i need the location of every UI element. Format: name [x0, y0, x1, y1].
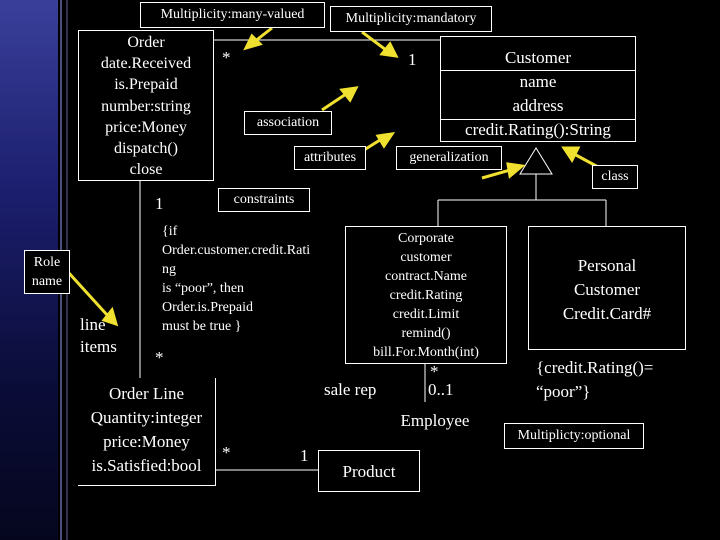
label-text: Multiplicity:many-valued	[160, 7, 305, 22]
class-personal-customer: Personal Customer Credit.Card#	[528, 226, 686, 350]
label-text: Role	[33, 255, 61, 270]
arrow-association	[321, 92, 347, 112]
arrow-many-valued-head	[243, 33, 263, 51]
class-employee: Employee	[384, 402, 486, 442]
class-operation: dispatch()	[114, 140, 178, 158]
label-text: attributes	[303, 150, 357, 165]
label-text: Multiplicity:mandatory	[345, 11, 477, 26]
class-order: Order date.Received is.Prepaid number:st…	[78, 30, 214, 181]
constraint-order-credit-rating: {if Order.customer.credit.Rati ng is “po…	[162, 222, 310, 336]
class-name: Corporate	[398, 231, 454, 246]
role-text: items	[80, 337, 117, 356]
class-operation: close	[129, 161, 163, 179]
class-name: Customer	[573, 280, 641, 299]
class-attribute: contract.Name	[384, 269, 467, 284]
multiplicity-line-product-one: 1	[300, 446, 309, 465]
constraint-line: is “poor”, then	[162, 281, 245, 296]
class-attribute: Quantity:integer	[90, 408, 203, 427]
compartment-divider	[441, 119, 635, 120]
class-attribute: name	[519, 72, 557, 91]
class-attribute: date.Received	[100, 55, 192, 73]
constraint-line: ng	[162, 262, 176, 277]
class-name: Order Line	[108, 384, 185, 403]
role-line-items: line items	[80, 314, 117, 358]
constraint-line: Order.customer.credit.Rati	[162, 243, 311, 258]
class-attribute: is.Prepaid	[114, 76, 178, 94]
multiplicity-order-customer-many: *	[222, 48, 231, 67]
arrow-attributes	[363, 138, 381, 152]
label-text: generalization	[409, 150, 489, 165]
class-attribute: Credit.Card#	[562, 304, 652, 323]
class-operation: bill.For.Month(int)	[373, 345, 479, 360]
arrow-generalization-head	[506, 162, 526, 179]
role-sale-rep: sale rep	[324, 380, 377, 399]
class-name: customer	[400, 250, 452, 265]
class-attribute: is.Satisfied:bool	[91, 456, 202, 475]
label-generalization: generalization	[396, 146, 502, 170]
label-association: association	[244, 111, 332, 135]
class-attribute: price:Money	[103, 432, 190, 451]
constraint-line: {credit.Rating()=	[536, 358, 654, 377]
class-customer: Customer name address credit.Rating():St…	[440, 36, 636, 142]
class-attribute: address	[512, 96, 564, 115]
label-multiplicity-mandatory: Multiplicity:mandatory	[330, 6, 492, 32]
label-text: association	[256, 115, 320, 130]
multiplicity-order-line-one: 1	[155, 194, 164, 213]
arrow-class-head	[561, 146, 581, 163]
label-attributes: attributes	[294, 146, 366, 170]
class-attribute: credit.Limit	[392, 307, 460, 322]
class-name: Customer	[504, 48, 572, 67]
constraint-line: Order.is.Prepaid	[162, 300, 253, 315]
arrow-mandatory-head	[379, 41, 399, 58]
class-corporate-customer: Corporate customer contract.Name credit.…	[345, 226, 507, 364]
multiplicity-order-line-many: *	[155, 348, 164, 367]
class-attribute: credit.Rating	[389, 288, 463, 303]
arrow-association-head	[339, 86, 359, 103]
label-role-name: Role name	[24, 250, 70, 294]
label-multiplicity-optional: Multiplicty:optional	[504, 423, 644, 449]
arrow-mandatory	[361, 30, 387, 52]
multiplicity-employee-many: *	[430, 362, 439, 381]
compartment-divider	[441, 70, 635, 71]
class-name: Personal	[577, 256, 637, 275]
multiplicity-order-customer-one: 1	[408, 50, 417, 69]
constraint-line: must be true }	[162, 319, 242, 334]
arrow-role-name-head	[101, 306, 119, 327]
class-attribute: number:string	[101, 97, 191, 115]
multiplicity-line-product-many: *	[222, 443, 231, 462]
label-multiplicity-many-valued: Multiplicity:many-valued	[140, 2, 325, 28]
class-name: Employee	[400, 411, 470, 430]
generalization-triangle	[519, 147, 553, 175]
label-constraints: constraints	[218, 188, 310, 212]
constraint-line: “poor”}	[536, 382, 591, 401]
label-text: name	[31, 274, 63, 289]
label-text: constraints	[233, 192, 295, 207]
role-text: line	[80, 315, 106, 334]
class-name: Order	[127, 34, 165, 51]
class-attribute: price:Money	[105, 118, 187, 136]
label-text: class	[601, 169, 629, 184]
arrow-generalization	[481, 168, 511, 180]
constraint-personal-credit-rating: {credit.Rating()= “poor”}	[536, 356, 653, 404]
arrow-role-name	[66, 270, 110, 318]
class-operation: credit.Rating():String	[465, 120, 611, 139]
multiplicity-employee-optional: 0..1	[428, 380, 454, 399]
class-product: Product	[318, 450, 420, 492]
class-name: Product	[342, 462, 396, 481]
constraint-line: {if	[162, 224, 178, 239]
class-order-line: Order Line Quantity:integer price:Money …	[78, 378, 216, 486]
label-text: Multiplicty:optional	[517, 428, 631, 443]
class-operation: remind()	[401, 326, 451, 341]
arrow-attributes-head	[375, 132, 396, 149]
label-class: class	[592, 165, 638, 189]
